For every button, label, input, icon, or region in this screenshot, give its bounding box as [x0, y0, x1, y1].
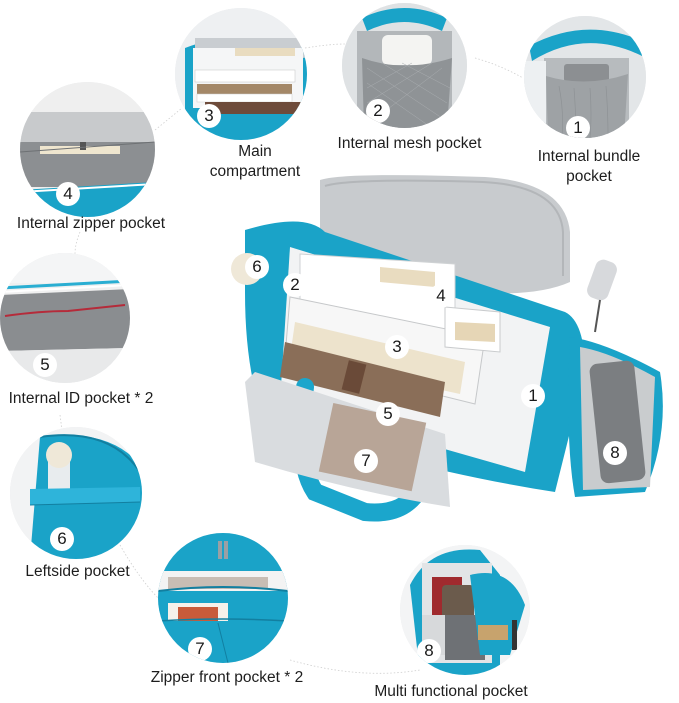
detail-circle-bundle-pocket: 1 [524, 16, 646, 138]
front-pocket-photo [158, 533, 288, 663]
marker-5: 5 [376, 402, 400, 426]
feature-number-badge: 4 [56, 182, 80, 206]
feature-label-front-pocket: Zipper front pocket * 2 [150, 669, 304, 686]
detail-circle-mesh-pocket: 2 [342, 3, 467, 128]
id-pocket-photo [0, 253, 130, 383]
feature-label-leftside-pocket: Leftside pocket [25, 563, 130, 580]
duffel-bag-illustration [231, 175, 663, 522]
marker-6: 6 [245, 255, 269, 279]
feature-label-zipper-pocket: Internal zipper pocket [16, 215, 166, 232]
feature-number-badge: 1 [566, 116, 590, 138]
marker-3: 3 [385, 335, 409, 359]
feature-label-bundle-pocket: Internal bundle pocket [537, 148, 641, 185]
feature-label-main-compartment: Main compartment [209, 143, 301, 180]
marker-8: 8 [603, 441, 627, 465]
detail-circle-zipper-pocket: 4 [20, 82, 155, 217]
marker-7: 7 [354, 449, 378, 473]
feature-number-badge: 7 [188, 637, 212, 661]
leftside-pocket-photo [10, 427, 142, 559]
detail-circle-main-compartment: 3 [175, 8, 307, 140]
zipper-pocket-photo [20, 82, 155, 217]
feature-number-badge: 2 [366, 99, 390, 123]
detail-circle-front-pocket: 7 [158, 533, 288, 663]
feature-label-multi-pocket: Multi functional pocket [374, 683, 528, 700]
marker-1: 1 [521, 384, 545, 408]
marker-4: 4 [429, 284, 453, 308]
marker-2: 2 [283, 273, 307, 297]
feature-number-badge: 5 [33, 353, 57, 377]
feature-label-mesh-pocket: Internal mesh pocket [337, 135, 482, 152]
feature-number-badge: 6 [50, 527, 74, 551]
feature-number-badge: 8 [417, 639, 441, 663]
main-bag-image: 6 2 4 3 1 5 7 8 [225, 172, 670, 532]
feature-label-id-pocket: Internal ID pocket * 2 [8, 390, 154, 407]
detail-circle-multi-pocket: 8 [400, 545, 530, 675]
feature-number-badge: 3 [197, 104, 221, 128]
detail-circle-id-pocket: 5 [0, 253, 130, 383]
detail-circle-leftside-pocket: 6 [10, 427, 142, 559]
mesh-pocket-photo [342, 3, 467, 128]
main-compartment-photo [175, 8, 307, 140]
